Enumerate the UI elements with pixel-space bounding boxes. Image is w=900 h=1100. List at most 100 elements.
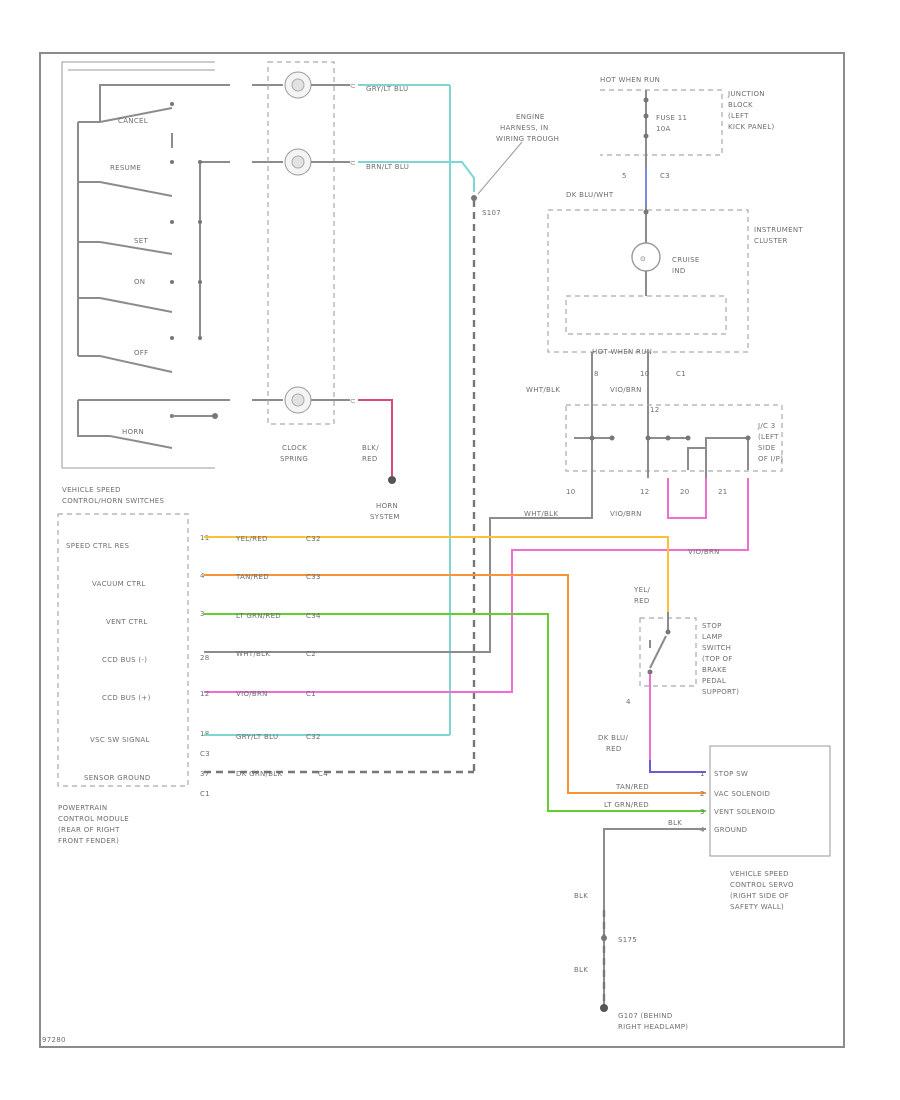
cluster-wire-label-1: WHT/BLK <box>526 386 560 394</box>
jc3-box <box>565 404 783 472</box>
ground-wire-bottom: BLK <box>574 966 588 974</box>
s107-dot <box>471 195 477 201</box>
wire-wht-blk-ccd-minus <box>204 478 593 653</box>
instrument-cluster: ⊙ CRUISE IND INSTRUMENT CLUSTER HOT WHEN… <box>526 205 803 410</box>
cluster-hot-label: HOT WHEN RUN <box>592 348 652 356</box>
switch-label-horn: HORN <box>122 428 144 436</box>
set-terminal <box>170 220 174 224</box>
horn-wire-label-2: RED <box>362 455 378 463</box>
jc3-pin-20: 20 <box>680 488 690 496</box>
jc3-pin-top: 12 <box>650 406 660 414</box>
fuse-name: FUSE 11 <box>656 114 687 122</box>
fuse-dot-1 <box>643 113 649 119</box>
jc3-label-4: OF I/P) <box>758 455 783 463</box>
cluster-label-1: INSTRUMENT <box>754 226 803 234</box>
junction-block-box <box>600 89 723 156</box>
switch-label-resume: RESUME <box>110 164 141 172</box>
stop-switch-label-5: BRAKE <box>702 666 727 674</box>
stop-switch-top-dot <box>665 629 671 635</box>
pcm-wire-label-1: YEL/RED <box>235 535 268 543</box>
clock-spring-coil-1-inner <box>291 78 305 92</box>
switch-label-cancel: CANCEL <box>118 117 148 125</box>
servo-wire-label-2: LT GRN/RED <box>604 801 649 809</box>
switch-label-set: SET <box>134 237 148 245</box>
jc3-mid-dot-3 <box>685 435 691 441</box>
jc3-wire-label-1: WHT/BLK <box>524 510 558 518</box>
pcm-pin-name-1: SPEED CTRL RES <box>66 542 129 550</box>
switch-wire-top <box>99 84 283 122</box>
stop-switch-contact <box>649 635 667 669</box>
cs-connector-3: ⊂ <box>350 397 356 405</box>
pcm-pin-3: 3 <box>200 610 205 618</box>
cluster-pin-1: 8 <box>594 370 599 378</box>
off-junction <box>198 336 202 340</box>
cancel-contact <box>99 107 173 123</box>
clock-spring-coil-3-inner <box>291 393 305 407</box>
cs-connector-1: ⊂ <box>350 82 356 90</box>
ground-g107: BLK S175 BLK G107 (BEHIND RIGHT HEADLAMP… <box>574 892 688 1031</box>
pcm-wire-label-2: TAN/RED <box>235 573 269 581</box>
cluster-pin-2: 10 <box>640 370 650 378</box>
on-junction <box>198 280 202 284</box>
pcm-pin-name-5: CCD BUS (+) <box>102 694 151 702</box>
cs-connector-2: ⊂ <box>350 159 356 167</box>
wire-tan-red <box>204 574 706 794</box>
wire-label-blank1 <box>230 82 252 88</box>
clock-spring-box <box>267 61 335 425</box>
clock-spring-label-1: CLOCK <box>282 444 307 452</box>
servo-pin-4: GROUND <box>714 826 747 834</box>
jc3-pin-10: 10 <box>566 488 576 496</box>
wire-label-blank3 <box>230 397 252 403</box>
fuse-top-dot <box>643 97 649 103</box>
cluster-wire-label-2: VIO/BRN <box>610 386 642 394</box>
cluster-box <box>547 209 749 353</box>
servo-label-1: VEHICLE SPEED <box>730 870 789 878</box>
pcm-cavity-1: C32 <box>306 535 321 543</box>
horn-system-label-1: HORN <box>376 502 398 510</box>
jb-label-4: KICK PANEL) <box>728 123 775 131</box>
jc3-wire-right-label: VIO/BRN <box>688 548 720 556</box>
pcm-box <box>57 513 189 787</box>
jc3-pin-21: 21 <box>718 488 728 496</box>
pcm-cavity-3: C34 <box>306 612 321 620</box>
jb-label-1: JUNCTION <box>727 90 765 98</box>
pcm-pin-7: 37 <box>200 770 210 778</box>
stop-lamp-switch: YEL/ RED STOP LAMP SWITCH (TOP OF BRAKE … <box>598 586 739 773</box>
junction-block: HOT WHEN RUN FUSE 11 10A JUNCTION BLOCK … <box>566 76 775 205</box>
cs-wire-label-1: GRY/LT BLU <box>366 85 408 93</box>
cluster-connector: C1 <box>676 370 686 378</box>
jc3-right-bus <box>687 437 749 470</box>
wire-yel-red <box>204 536 669 612</box>
jc3-right-dot <box>745 435 751 441</box>
stop-wire-bottom-1: DK BLU/ <box>598 734 628 742</box>
stop-switch-label-2: LAMP <box>702 633 722 641</box>
stop-wire-top-2: RED <box>634 597 650 605</box>
diagram-frame <box>39 52 845 1048</box>
servo-label-4: SAFETY WALL) <box>730 903 784 911</box>
wire-label-blank2 <box>230 159 252 165</box>
wire-blk-red <box>358 399 393 476</box>
jc3-left-dot <box>589 435 595 441</box>
wire-brn-lt-blu <box>358 161 475 192</box>
jc3-vio-brn-loop <box>667 478 707 519</box>
cancel-terminal <box>170 102 174 106</box>
pcm-wire-label-3: LT GRN/RED <box>236 612 281 620</box>
resume-contact <box>99 181 173 197</box>
servo-label-3: (RIGHT SIDE OF <box>730 892 789 900</box>
pcm-label-4: FRONT FENDER) <box>58 837 119 845</box>
horn-terminal-end <box>212 413 218 419</box>
off-terminal <box>170 336 174 340</box>
pcm-connector-top: C3 <box>200 750 210 758</box>
servo-pin-3: VENT SOLENOID <box>714 808 775 816</box>
s107-note-3: WIRING TROUGH <box>496 135 559 143</box>
ground-label-1: G107 (BEHIND <box>618 1012 673 1020</box>
clock-spring-label-2: SPRING <box>280 455 308 463</box>
pcm-pin-5: 12 <box>200 690 210 698</box>
cruise-indicator-icon: ⊙ <box>640 255 646 263</box>
pcm-pin-name-4: CCD BUS (-) <box>102 656 147 664</box>
pcm-wire-label-5: VIO/BRN <box>236 690 268 698</box>
pcm-label-1: POWERTRAIN <box>58 804 107 812</box>
speed-control-servo: STOP SW VAC SOLENOID VENT SOLENOID GROUN… <box>603 745 831 1008</box>
powertrain-control-module: SPEED CTRL RES VACUUM CTRL VENT CTRL CCD… <box>57 513 706 845</box>
on-terminal <box>170 280 174 284</box>
